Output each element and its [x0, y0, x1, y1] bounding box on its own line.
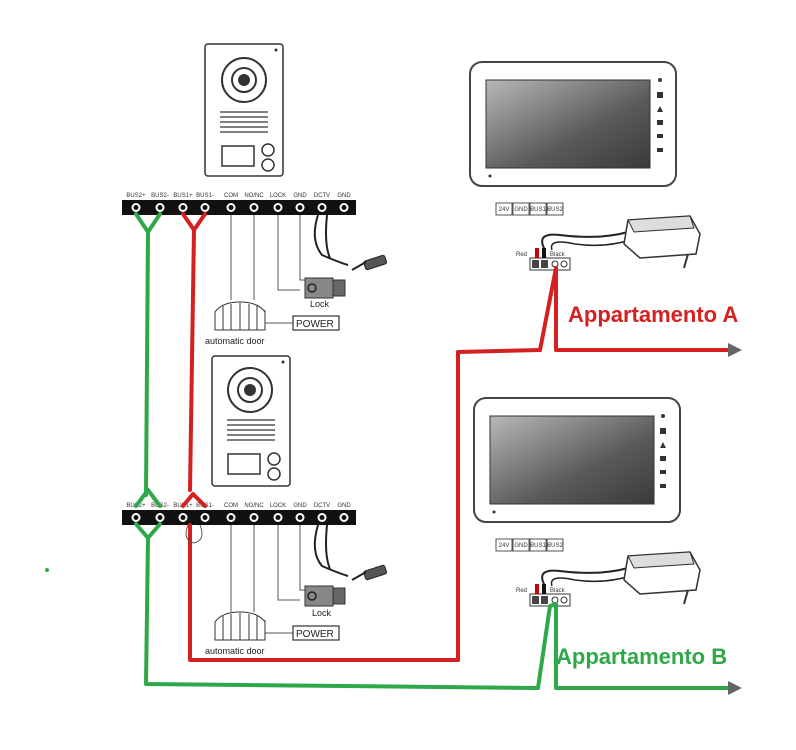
monitor-terminal-label-b-2: BUS1 [530, 543, 546, 549]
cctv-camera-icon [351, 254, 387, 271]
automatic-door-label-1: automatic door [205, 336, 265, 346]
power-adapter-b [541, 551, 701, 605]
terminal-label-2-7: GND [293, 503, 307, 509]
stray-dot [45, 568, 49, 572]
apartment-a-label: Appartamento A [568, 302, 738, 327]
adapter-a-black-label: Black [550, 252, 566, 258]
lock-label-1: Lock [310, 299, 330, 309]
terminal-label-1-1: BUS2- [151, 193, 169, 199]
red-bus-wire [181, 212, 732, 662]
indoor-monitor-b [473, 397, 681, 523]
power-box-2 [292, 625, 340, 641]
monitor-terminal-label-b-1: GND [514, 543, 528, 549]
door-station-1 [204, 43, 284, 177]
monitor-terminal-label-a-0: 24V [499, 207, 510, 213]
lock-label-2: Lock [312, 608, 332, 618]
green-bus-wire [134, 212, 732, 690]
door-station-2 [211, 355, 291, 487]
lock-icon [304, 277, 346, 299]
power-adapter-a [541, 215, 701, 269]
power-box-1 [292, 315, 340, 331]
terminal-label-1-3: BUS1- [196, 193, 214, 199]
adapter-b-terminal: Red Black [516, 584, 571, 607]
monitor-terminal-label-a-3: BUS2 [547, 207, 563, 213]
terminal-label-1-2: BUS1+ [173, 193, 193, 199]
terminal-label-1-6: LOCK [270, 193, 286, 199]
monitor-terminal-label-b-3: BUS2 [547, 543, 563, 549]
adapter-a-terminal: Red Black [516, 248, 571, 271]
lock-icon [304, 585, 346, 607]
terminal-label-2-4: COM [224, 503, 238, 509]
monitor-terminal-label-a-2: BUS1 [530, 207, 546, 213]
power-label-2: POWER [296, 629, 334, 640]
monitor-terminal-label-b-0: 24V [499, 543, 510, 549]
monitor-terminal-a-3 [546, 202, 564, 216]
camera-lens-icon [221, 57, 267, 103]
adapter-b-red-label: Red [516, 588, 527, 594]
adapter-a-red-label: Red [516, 252, 527, 258]
terminal-label-1-8: DCTV [314, 193, 330, 199]
terminal-label-2-6: LOCK [270, 503, 286, 509]
monitor-terminal-label-a-1: GND [514, 207, 528, 213]
monitor-terminal-b-3 [546, 538, 564, 552]
call-button-icon [261, 143, 275, 157]
monitor-terminal-a-1 [512, 202, 530, 216]
name-card [221, 145, 255, 167]
automatic-door-icon [214, 611, 266, 641]
terminal-label-1-5: NO/NC [244, 193, 264, 199]
adapter-b-black-label: Black [550, 588, 566, 594]
terminal-label-1-9: GND [337, 193, 351, 199]
monitor-terminal-a-0 [495, 202, 513, 216]
power-label-1: POWER [296, 319, 334, 330]
monitor-terminal-b-0 [495, 538, 513, 552]
monitor-terminal-b-2 [529, 538, 547, 552]
terminal-label-2-5: NO/NC [244, 503, 264, 509]
automatic-door-label-2: automatic door [205, 646, 265, 656]
indoor-monitor-a [469, 61, 677, 187]
automatic-door-icon [214, 301, 266, 331]
terminal-label-1-4: COM [224, 193, 238, 199]
terminal-block-1: BUS2+ BUS2- BUS1+BUS1- COM NO/NC LOCK GND DCTV G… [122, 193, 356, 215]
terminal-label-1-0: BUS2+ [126, 193, 146, 199]
monitor-terminal-a-2 [529, 202, 547, 216]
terminal-label-2-8: DCTV [314, 503, 330, 509]
terminal-label-2-9: GND [337, 503, 351, 509]
terminal-label-1-7: GND [293, 193, 307, 199]
monitor-terminal-b-1 [512, 538, 530, 552]
cctv-camera-icon [351, 564, 387, 581]
apartment-b-label: Appartamento B [556, 644, 727, 669]
